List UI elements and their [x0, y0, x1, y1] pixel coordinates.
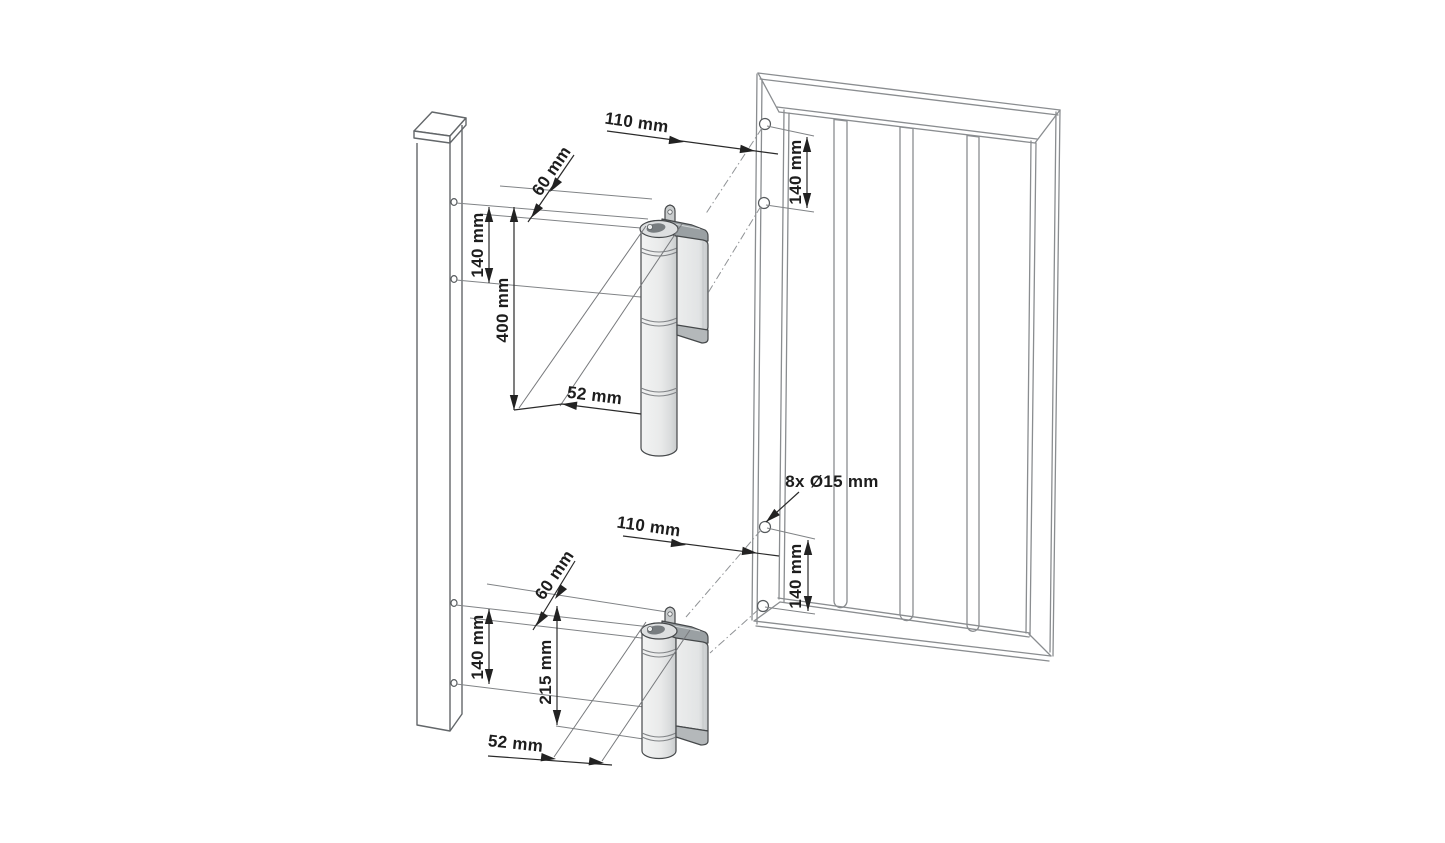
gate-miter-bottom-right	[1028, 633, 1052, 657]
gate-left-stile-inner	[778, 109, 785, 600]
dim-label-140-gate-top: 140 mm	[786, 139, 805, 204]
diagonal-guide	[559, 223, 683, 407]
hinge-band	[641, 732, 677, 742]
diagonal-guide	[518, 225, 647, 409]
alignment-lines	[518, 127, 763, 762]
gate-bar	[966, 134, 980, 632]
gate-left-stile-outer2	[756, 78, 763, 625]
projection-line	[455, 279, 642, 298]
gate-drill-hole	[757, 196, 771, 210]
construction-lines	[455, 185, 668, 741]
post-side-face	[449, 125, 463, 732]
hinge-band	[640, 387, 678, 397]
hole-alignment-dashed	[709, 608, 760, 654]
dim-label-140-post-top: 140 mm	[468, 212, 487, 277]
hinge-pin	[647, 223, 654, 230]
hinge-leaf-band	[676, 324, 709, 344]
gate-bottom-inner	[777, 597, 1031, 634]
gate-drill-hole	[758, 117, 772, 131]
hinge-leaf	[675, 637, 709, 732]
dim-label-52-bottom: 52 mm	[487, 731, 544, 756]
projection-line	[455, 683, 653, 709]
projection-line	[469, 617, 651, 640]
gate-bar	[899, 126, 914, 622]
bottom-hinge	[640, 606, 709, 760]
projection-line	[455, 202, 649, 220]
projection-line	[455, 604, 651, 628]
hole-alignment-dashed	[704, 127, 763, 216]
hinge-tab-hole	[667, 611, 673, 617]
dim-label-drill-note: 8x Ø15 mm	[785, 472, 878, 491]
diagonal-guide	[601, 629, 691, 762]
diagonal-guide	[553, 621, 647, 758]
dim-label-140-post-bottom: 140 mm	[468, 614, 487, 679]
gate-left-stile-outer	[751, 73, 758, 621]
gate-bar	[833, 118, 848, 609]
post-front-face	[416, 143, 451, 732]
gate-bottom-inner2	[779, 601, 1030, 638]
gate-drill-hole	[756, 599, 770, 613]
gate-top-edge-inner	[759, 78, 1059, 116]
fence-post	[413, 111, 467, 732]
gate-miter-bottom-left	[753, 601, 781, 622]
post-drill-hole	[450, 275, 458, 284]
hinge-leaf-band	[675, 725, 709, 746]
post-drill-hole	[450, 598, 458, 607]
post-cap-side	[449, 117, 467, 144]
hole-alignment-dashed	[685, 529, 762, 618]
post-drill-hole	[450, 678, 458, 687]
hinge-tab-hole	[667, 209, 673, 215]
dim-ext-gate-top	[765, 125, 815, 213]
hinge-cylinder	[641, 622, 677, 760]
gate-right-stile-inner2	[1029, 142, 1037, 637]
gate-left-stile-inner2	[783, 112, 790, 603]
dim-label-215: 215 mm	[536, 639, 555, 704]
gate-right-stile-inner	[1025, 140, 1032, 634]
gate-top-edge	[757, 72, 1061, 111]
hinge-band	[640, 247, 678, 257]
top-hinge	[639, 204, 709, 457]
projection-line	[499, 185, 653, 200]
dimension-labels: 110 mm 60 mm 140 mm 140 mm 400 mm 52 mm …	[468, 109, 878, 756]
post-drill-hole	[450, 198, 458, 207]
hole-alignment-dashed	[707, 205, 762, 294]
dim-label-140-gate-bottom: 140 mm	[786, 543, 805, 608]
hinge-band	[641, 648, 677, 658]
dim-line-52-top	[513, 403, 642, 415]
dim-ext-gate-bottom	[764, 527, 816, 615]
hinge-pin	[647, 626, 653, 632]
gate-top-face-bottom	[776, 106, 1038, 140]
projection-line	[479, 213, 642, 229]
projection-line	[555, 725, 651, 741]
projection-line	[486, 583, 668, 613]
gate-right-stile-outer	[1049, 111, 1057, 653]
gate-right-stile-outer2	[1052, 109, 1061, 657]
gate-bottom-edge2	[755, 625, 1050, 662]
gate-bottom-edge	[753, 620, 1052, 657]
gate-drill-hole	[758, 520, 772, 534]
hinge-band	[640, 317, 678, 327]
dim-label-400: 400 mm	[493, 277, 512, 342]
